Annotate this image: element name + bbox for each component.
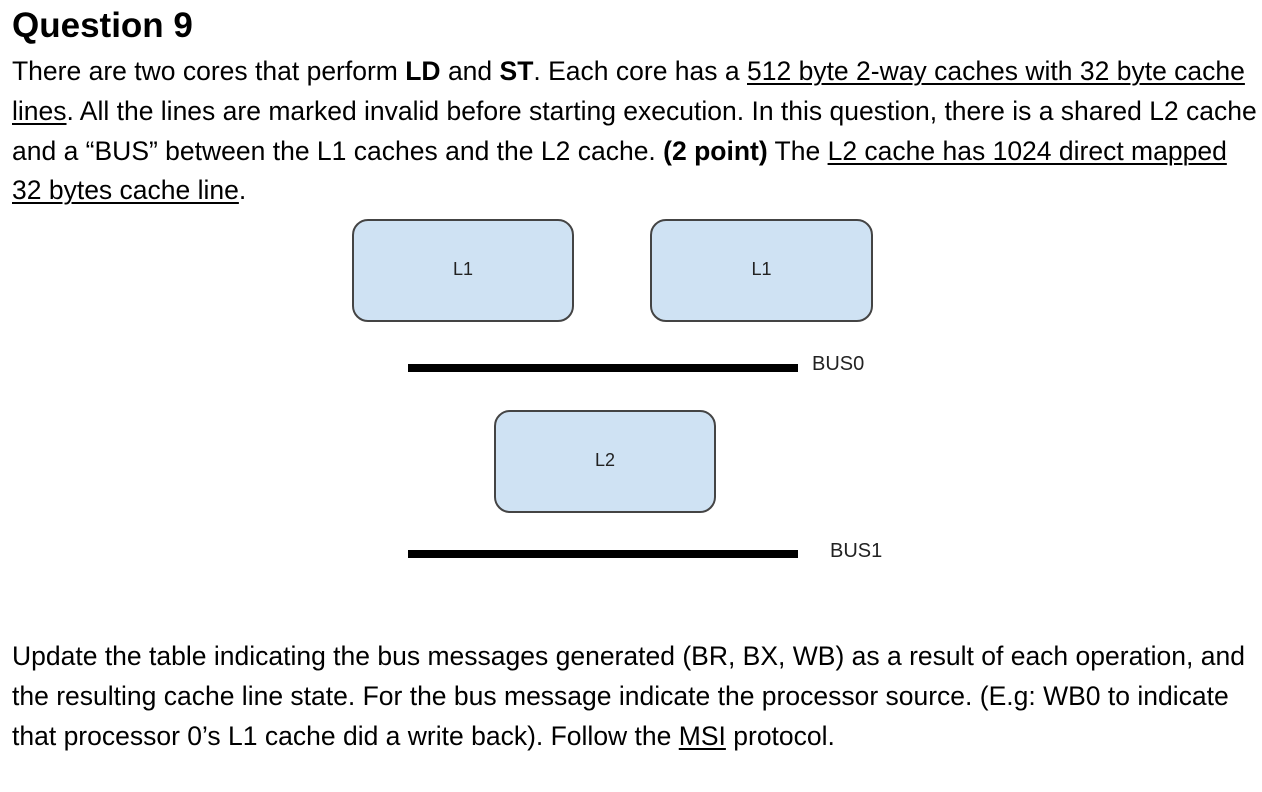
- instructions: Update the table indicating the bus mess…: [12, 637, 1257, 756]
- l1-cache-spec: 512 byte 2-way caches with 32 byte cache…: [12, 56, 1245, 126]
- intro-text-2: and: [440, 56, 500, 86]
- intro-text-4: . All the lines are marked invalid befor…: [12, 95, 1257, 166]
- l1-right-label: L1: [751, 259, 772, 279]
- l1-cache-box-right: L1: [650, 219, 873, 322]
- question-title: Question 9: [12, 6, 193, 45]
- intro-text-5: The: [767, 135, 828, 166]
- l1-cache-box-left: L1: [352, 219, 574, 322]
- instructions-text-2: protocol.: [725, 720, 835, 751]
- intro-text-3: . Each core has a: [533, 56, 747, 86]
- msi-link: MSI: [678, 720, 726, 751]
- st-keyword: ST: [499, 56, 534, 86]
- question-intro: There are two cores that perform LD and …: [12, 52, 1257, 211]
- bus0-label: BUS0: [812, 353, 865, 375]
- ld-keyword: LD: [405, 56, 441, 86]
- l2-cache-box: L2: [494, 410, 716, 513]
- intro-text-1: There are two cores that perform: [12, 56, 406, 86]
- bus1-line: [408, 550, 798, 558]
- bus0-line: [408, 364, 798, 372]
- l1-left-label: L1: [452, 259, 474, 279]
- bus1-label: BUS1: [830, 540, 883, 562]
- l2-label: L2: [594, 450, 616, 470]
- points-label: (2 point): [663, 135, 768, 166]
- intro-text-6: .: [238, 175, 247, 206]
- l2-cache-spec: L2 cache has 1024 direct mapped 32 bytes…: [12, 135, 1227, 206]
- instructions-text-1: Update the table indicating the bus mess…: [12, 641, 1245, 751]
